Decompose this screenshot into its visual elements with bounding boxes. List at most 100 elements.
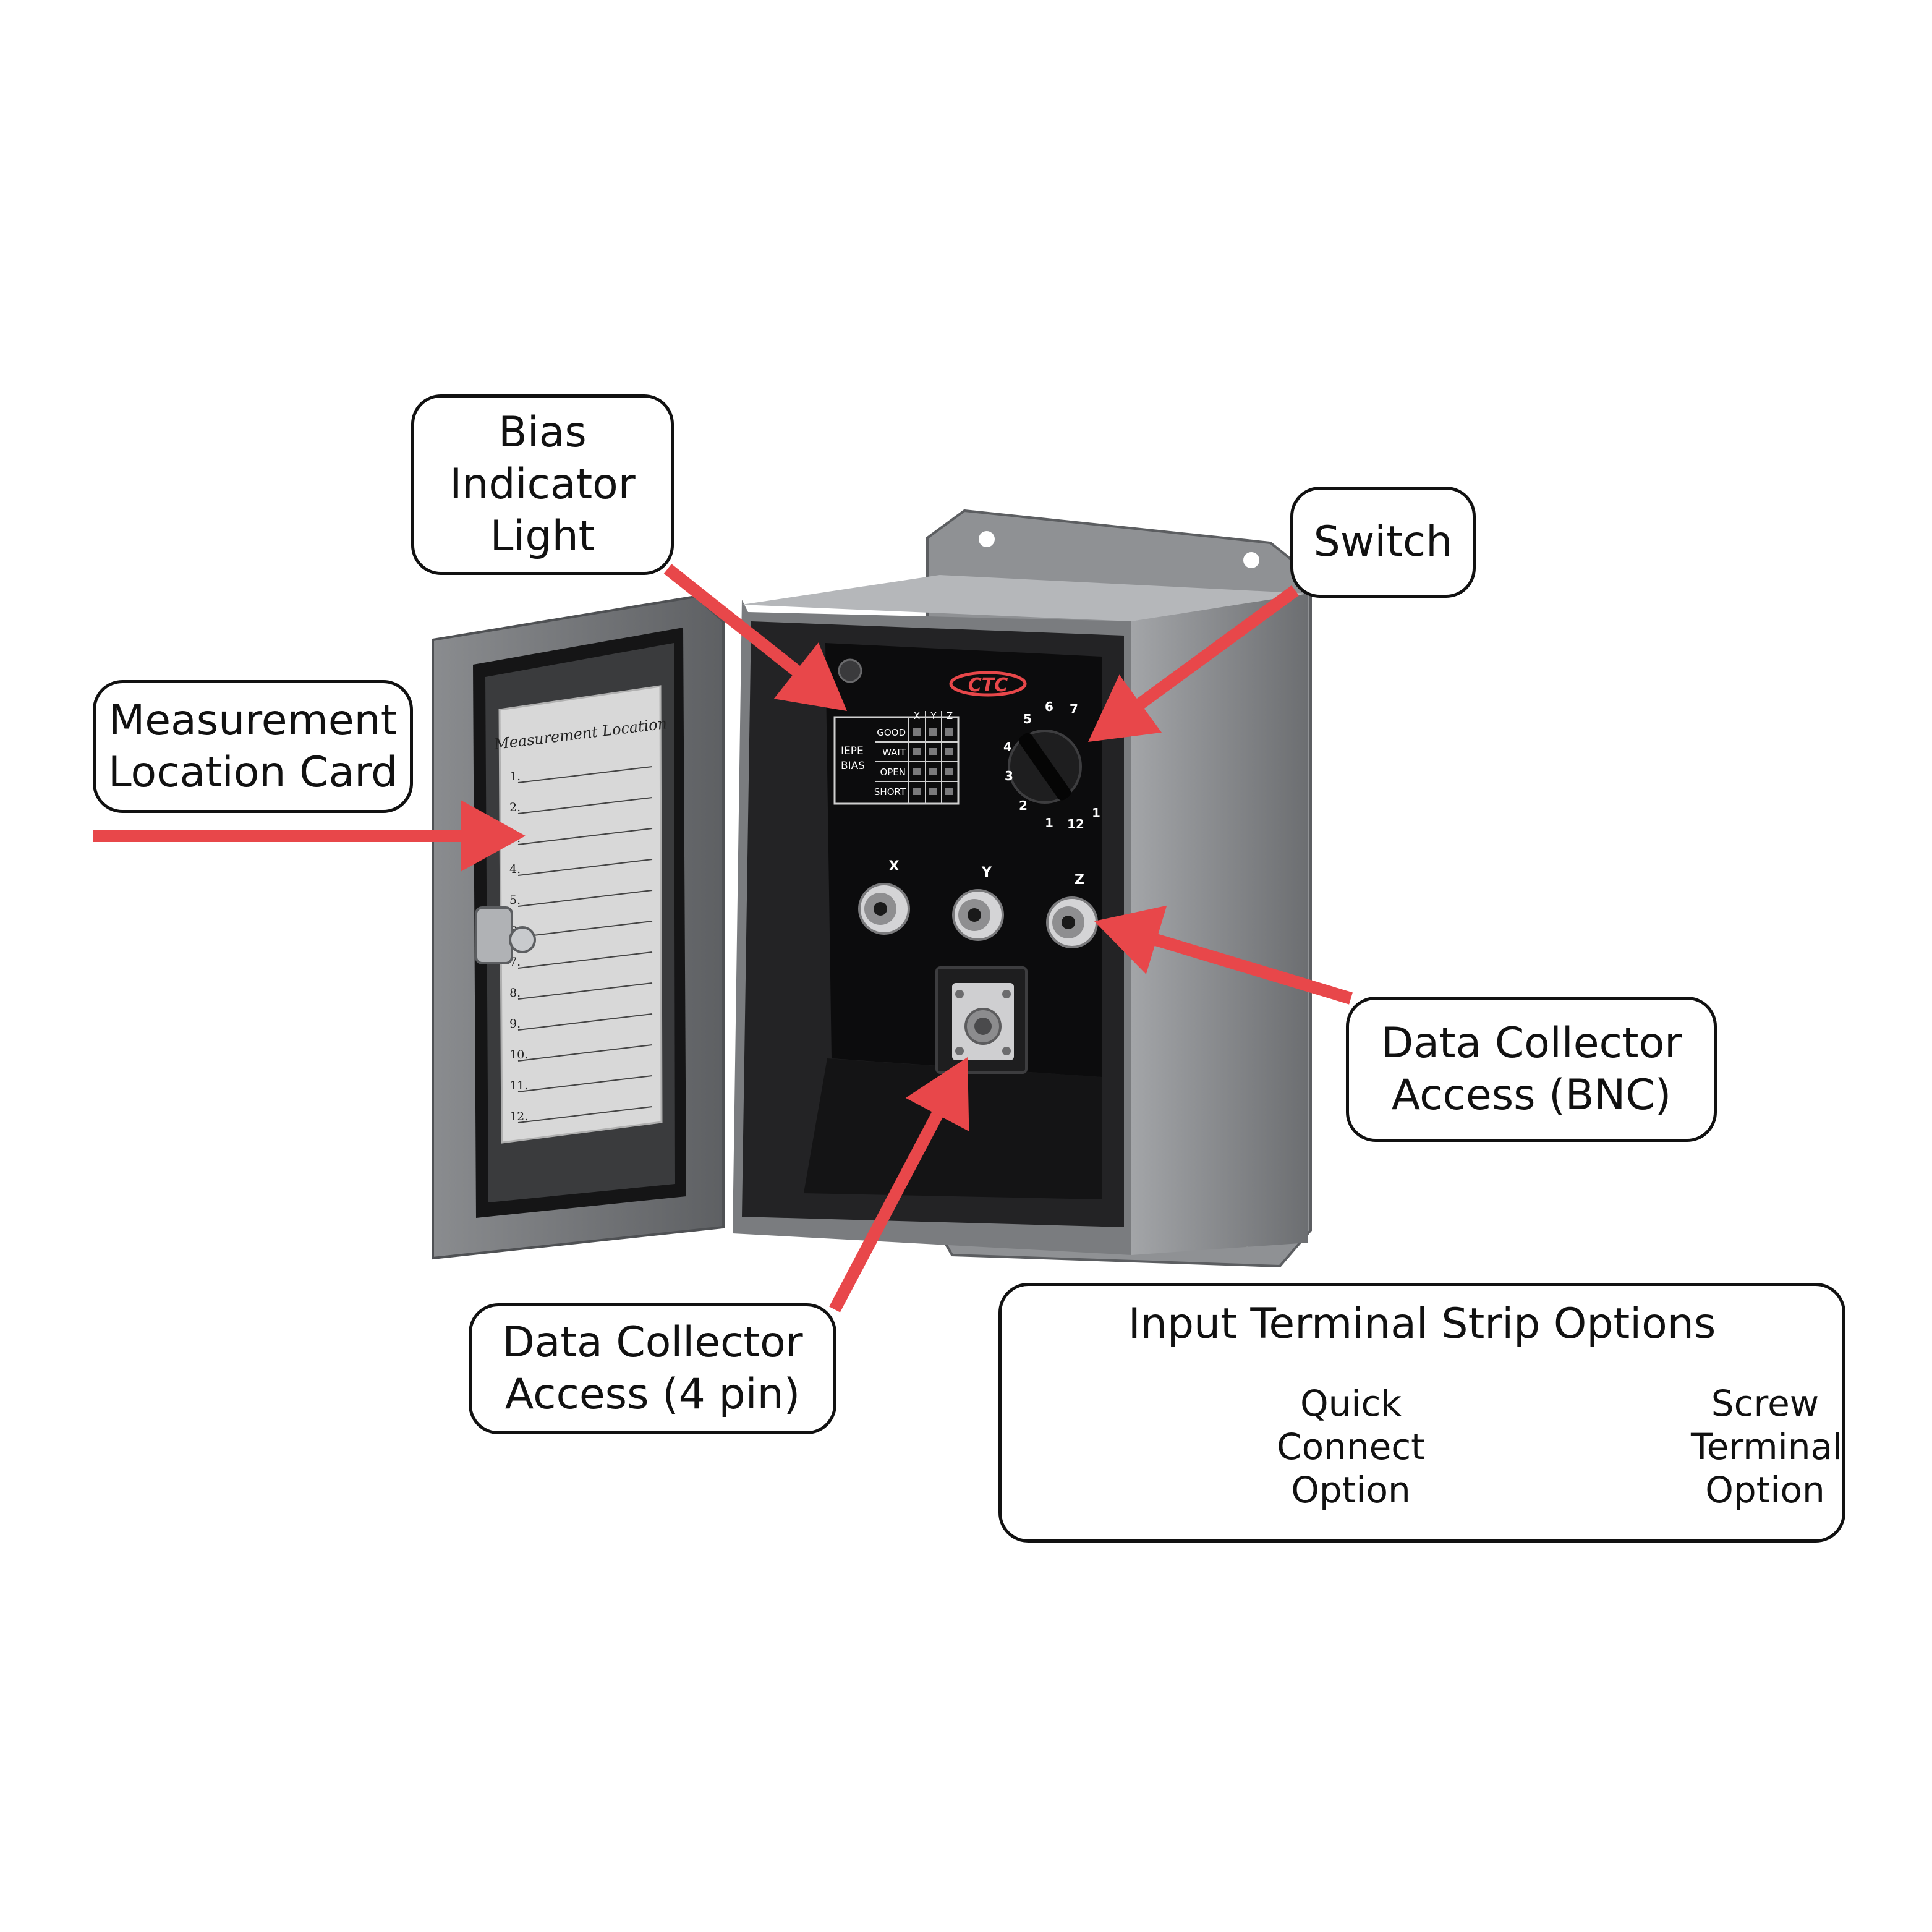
bias-row-label: GOOD bbox=[877, 727, 906, 738]
door-latch-icon bbox=[475, 906, 536, 964]
card-line-number: 2. bbox=[509, 801, 521, 814]
arrow-4pin bbox=[829, 1057, 969, 1313]
card-line bbox=[517, 1106, 653, 1123]
bnc-z bbox=[1046, 896, 1098, 948]
card-line-number: 8. bbox=[509, 986, 521, 1000]
callout-text-line: Bias bbox=[498, 408, 587, 457]
callout-text-line: Measurement bbox=[108, 696, 398, 745]
bnc-connectors: X Y Z bbox=[858, 859, 1098, 948]
bias-led-icon bbox=[838, 658, 862, 683]
card-line bbox=[517, 921, 653, 938]
switch-position: 3 bbox=[1005, 768, 1013, 783]
card-line-number: 5. bbox=[509, 893, 521, 907]
option-label-line: Option bbox=[1705, 1469, 1825, 1511]
arrow-bnc bbox=[1094, 905, 1353, 1005]
card-line bbox=[517, 797, 653, 814]
switch-position: 4 bbox=[1003, 739, 1012, 754]
bias-led-cell bbox=[945, 748, 953, 755]
bnc-label: Y bbox=[981, 865, 992, 880]
bias-led-cell bbox=[929, 788, 937, 795]
bias-led-cell bbox=[929, 748, 937, 755]
card-line-number: 9. bbox=[509, 1017, 521, 1031]
card-line-number: 12. bbox=[509, 1110, 528, 1123]
logo-text: CTC bbox=[968, 674, 1008, 696]
bias-row-label: OPEN bbox=[880, 767, 906, 778]
bias-led-cell bbox=[945, 788, 953, 795]
card-line bbox=[517, 859, 653, 876]
bias-led-cell bbox=[945, 728, 953, 736]
bias-led-cell bbox=[945, 768, 953, 775]
card-line bbox=[517, 1075, 653, 1092]
card-line-number: 1. bbox=[509, 770, 521, 783]
switch-position: 7 bbox=[1070, 702, 1078, 717]
bias-row-label: WAIT bbox=[882, 747, 906, 758]
callout-text-line: Access (4 pin) bbox=[504, 1370, 801, 1419]
bias-led-cell bbox=[913, 768, 921, 775]
option-label-line: Screw bbox=[1711, 1382, 1819, 1424]
bnc-label: Z bbox=[1075, 872, 1084, 888]
callout-bias-indicator-light: Bias Indicator Light bbox=[411, 394, 674, 575]
bnc-y bbox=[952, 889, 1004, 941]
callout-text-line: Location Card bbox=[108, 747, 398, 797]
option-label-line: Quick bbox=[1300, 1382, 1402, 1424]
callout-text-line: Indicator bbox=[449, 460, 636, 509]
bias-led-cell bbox=[929, 728, 937, 736]
callout-switch: Switch bbox=[1290, 487, 1476, 598]
bias-column-label: Y bbox=[930, 710, 937, 721]
option-label-line: Connect bbox=[1277, 1426, 1425, 1468]
four-pin-connector bbox=[935, 966, 1028, 1074]
bias-column-label: X bbox=[914, 710, 920, 721]
callout-arrows bbox=[93, 564, 1353, 1313]
callout-text-line: Switch bbox=[1313, 517, 1453, 566]
logo-ellipse bbox=[949, 671, 1027, 697]
bias-cells bbox=[875, 728, 958, 795]
callout-text-line: Light bbox=[490, 512, 595, 561]
screw-terminal-label: Screw Terminal Option bbox=[1691, 1382, 1842, 1512]
card-line bbox=[517, 1044, 653, 1062]
mounting-hole bbox=[1243, 552, 1259, 568]
arrow-bias-indicator bbox=[663, 564, 847, 711]
bias-title-line: IEPE bbox=[841, 745, 864, 757]
card-line bbox=[517, 828, 653, 845]
switch-position: 12 bbox=[1067, 817, 1084, 832]
arrow-measurement-card bbox=[93, 800, 526, 872]
arrow-switch bbox=[1088, 585, 1299, 742]
enclosure-side-wall bbox=[1131, 594, 1308, 1255]
card-line bbox=[517, 951, 653, 969]
switch-position: 2 bbox=[1019, 798, 1028, 813]
callout-data-collector-bnc: Data Collector Access (BNC) bbox=[1346, 997, 1717, 1142]
card-line-number: 10. bbox=[509, 1048, 528, 1062]
mounting-hole bbox=[979, 531, 995, 547]
card-line bbox=[517, 1013, 653, 1031]
bias-led-cell bbox=[929, 768, 937, 775]
bnc-label: X bbox=[889, 859, 900, 874]
bias-column-label: Z bbox=[947, 710, 953, 721]
bias-title-line: BIAS bbox=[841, 760, 865, 772]
callout-data-collector-4pin: Data Collector Access (4 pin) bbox=[469, 1303, 836, 1434]
enclosure-top-rim bbox=[742, 575, 1308, 621]
bias-indicator-block: IEPE BIAS X Y Z GOOD WAIT OPEN SHORT bbox=[833, 710, 960, 805]
option-label-line: Option bbox=[1291, 1469, 1411, 1511]
bias-led-cell bbox=[913, 748, 921, 755]
rotary-switch: 5 6 7 4 3 2 1 12 1 bbox=[1003, 699, 1100, 832]
callout-text-line: Data Collector bbox=[502, 1318, 803, 1367]
card-line bbox=[517, 890, 653, 907]
switch-position: 6 bbox=[1045, 699, 1053, 714]
card-line bbox=[517, 766, 653, 783]
bnc-x bbox=[858, 883, 910, 935]
card-line-number: 4. bbox=[509, 862, 521, 876]
switch-position: 5 bbox=[1023, 712, 1032, 726]
callout-text-line: Access (BNC) bbox=[1391, 1070, 1672, 1120]
lower-panel bbox=[804, 1058, 1102, 1199]
callout-measurement-location-card: Measurement Location Card bbox=[93, 680, 413, 813]
quick-connect-label: Quick Connect Option bbox=[1270, 1382, 1431, 1512]
bias-led-cell bbox=[913, 788, 921, 795]
card-line bbox=[517, 982, 653, 1000]
card-lines: 1.2.3.4.5.6.7.8.9.10.11.12. bbox=[509, 766, 653, 1123]
switch-position: 1 bbox=[1092, 806, 1100, 820]
switch-position: 1 bbox=[1045, 815, 1053, 830]
measurement-card bbox=[498, 685, 663, 1144]
bias-row-label: SHORT bbox=[874, 786, 906, 798]
